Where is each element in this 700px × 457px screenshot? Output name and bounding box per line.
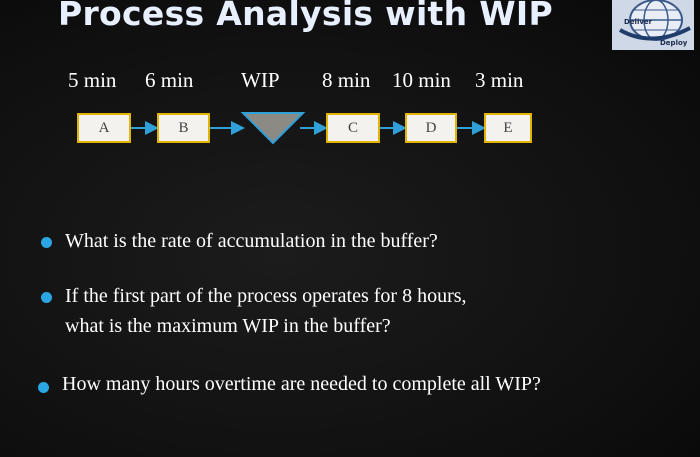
bullet-3-icon	[38, 382, 49, 393]
bullet-2-icon	[41, 292, 52, 303]
slide-title: Process Analysis with WIP	[58, 0, 553, 33]
time-label-wip: WIP	[241, 68, 280, 92]
process-step-d: D	[405, 113, 457, 143]
logo-text-bottom: Deploy	[660, 39, 688, 47]
process-step-a: A	[77, 113, 131, 143]
time-label-d: 10 min	[392, 68, 451, 92]
logo-text-top: Deliver	[624, 18, 653, 26]
time-label-c: 8 min	[322, 68, 371, 92]
wip-buffer-triangle-icon	[240, 112, 306, 145]
time-label-e: 3 min	[475, 68, 524, 92]
question-3: How many hours overtime are needed to co…	[62, 373, 541, 395]
time-label-a: 5 min	[68, 68, 117, 92]
process-step-e: E	[484, 113, 532, 143]
question-2-line-2: what is the maximum WIP in the buffer?	[65, 315, 391, 337]
process-step-b: B	[157, 113, 210, 143]
process-step-c: C	[326, 113, 380, 143]
time-label-b: 6 min	[145, 68, 194, 92]
deliver-deploy-logo-icon	[612, 0, 694, 50]
question-2-line-1: If the first part of the process operate…	[65, 285, 467, 307]
process-flow-connectors	[131, 112, 486, 145]
question-1: What is the rate of accumulation in the …	[65, 230, 438, 252]
bullet-1-icon	[41, 237, 52, 248]
